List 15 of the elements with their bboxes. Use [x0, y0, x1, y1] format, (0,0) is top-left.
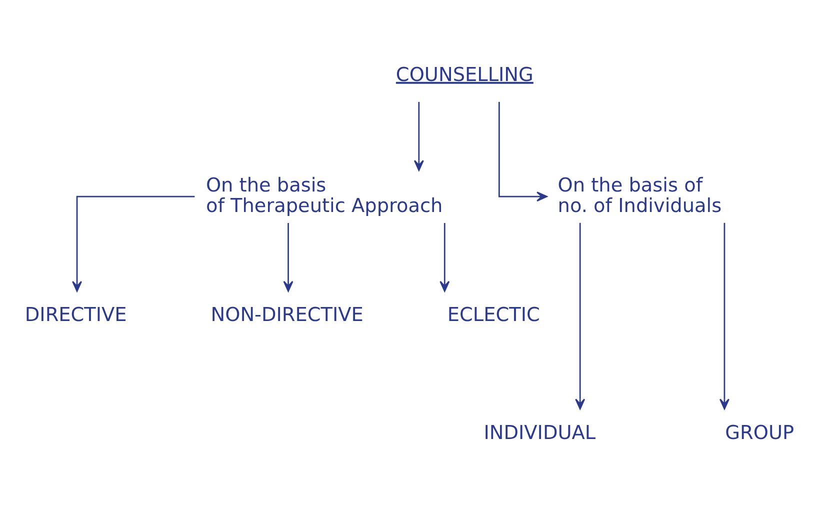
arrow: [498, 102, 548, 202]
node-text: On the basis of Therapeutic Approach: [206, 173, 443, 217]
arrow: [283, 223, 294, 292]
node-text: NON-DIRECTIVE: [210, 302, 364, 326]
node-text: DIRECTIVE: [24, 302, 127, 326]
arrow: [72, 196, 195, 292]
arrow: [414, 102, 424, 171]
arrow: [575, 222, 586, 410]
node-text: ECLECTIC: [447, 302, 540, 326]
node-text: On the basis of no. of Individuals: [558, 173, 722, 217]
node-text: GROUP: [725, 420, 794, 444]
node-text: COUNSELLING: [396, 62, 534, 86]
arrow: [719, 222, 730, 410]
node-text: INDIVIDUAL: [484, 420, 596, 444]
arrow: [440, 223, 450, 292]
